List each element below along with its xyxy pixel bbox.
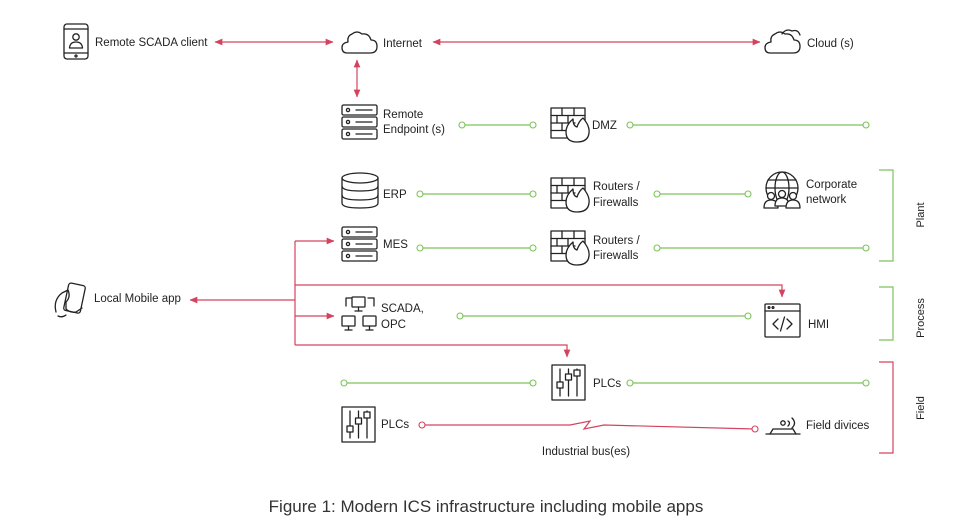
hand-phone-icon	[54, 282, 86, 318]
field-zone-label: Field	[915, 396, 927, 420]
network-group-icon	[763, 171, 801, 209]
process-bracket	[879, 286, 894, 341]
dot	[862, 379, 870, 387]
dot	[458, 121, 466, 129]
dot	[653, 190, 661, 198]
corporate-label-2: network	[806, 194, 847, 206]
dot	[862, 244, 870, 252]
routers1-label-2: Firewalls	[593, 197, 639, 209]
dot	[416, 244, 424, 252]
remote-endpoint-label-1: Remote	[383, 109, 423, 121]
server-rack-icon	[341, 104, 378, 140]
mes-label: MES	[383, 239, 408, 251]
dot	[529, 121, 537, 129]
scada-label-1: SCADA,	[381, 303, 424, 315]
plant-zone-label: Plant	[915, 202, 927, 227]
node-local-mobile-app: Local Mobile app	[54, 282, 181, 318]
internet-label: Internet	[383, 38, 423, 50]
node-mes: MES	[341, 226, 408, 262]
cloud-back-outline	[781, 29, 801, 36]
plcs-top-label: PLCs	[593, 378, 621, 390]
scada-label-2: OPC	[381, 319, 406, 331]
routers2-label-1: Routers /	[593, 235, 640, 247]
remote-endpoint-label-2: Endpoint (s)	[383, 124, 445, 136]
field-devices-label: Field divices	[806, 420, 870, 432]
cloud-icon	[764, 31, 801, 54]
plcs-bottom-label: PLCs	[381, 419, 409, 431]
figure-caption: Figure 1: Modern ICS infrastructure incl…	[268, 497, 704, 516]
dot	[529, 190, 537, 198]
node-cloud: Cloud (s)	[764, 29, 854, 54]
red-links	[189, 38, 786, 433]
dot	[744, 190, 752, 198]
node-dmz: DMZ	[550, 107, 617, 143]
zone-brackets: Plant Process Field	[879, 169, 927, 454]
dot	[626, 379, 634, 387]
routers1-label-1: Routers /	[593, 181, 640, 193]
code-window-icon	[764, 303, 801, 338]
node-remote-scada-client: Remote SCADA client	[63, 23, 208, 60]
dot	[456, 312, 464, 320]
plant-bracket	[879, 169, 894, 262]
firewall-icon	[550, 230, 590, 266]
sliders-icon	[551, 364, 586, 401]
node-routers-firewalls-2: Routers / Firewalls	[550, 230, 640, 266]
sensor-icon	[765, 417, 801, 435]
node-corporate-network: Corporate network	[763, 171, 857, 209]
server-rack-icon	[341, 226, 378, 262]
link-industrial-bus	[422, 420, 756, 430]
green-links	[340, 121, 870, 387]
link-bus-hmi	[295, 284, 786, 298]
node-routers-firewalls-1: Routers / Firewalls	[550, 177, 640, 213]
remote-scada-client-label: Remote SCADA client	[95, 37, 208, 49]
local-mobile-app-label: Local Mobile app	[94, 293, 181, 305]
dot	[416, 190, 424, 198]
industrial-bus-label: Industrial bus(es)	[542, 446, 630, 458]
firewall-icon	[550, 107, 590, 143]
link-bus-plcs	[295, 344, 571, 358]
node-hmi: HMI	[764, 303, 829, 338]
node-remote-endpoint: Remote Endpoint (s)	[341, 104, 445, 140]
dot	[862, 121, 870, 129]
mobile-user-icon	[63, 23, 89, 60]
dot	[340, 379, 348, 387]
process-zone-label: Process	[915, 298, 927, 338]
monitors-icon	[341, 296, 377, 331]
dmz-label: DMZ	[592, 120, 617, 132]
hmi-label: HMI	[808, 319, 829, 331]
sliders-icon	[341, 406, 376, 443]
node-internet: Internet	[341, 31, 423, 54]
dot-industrial-bus-right	[751, 425, 759, 433]
dot	[744, 312, 752, 320]
database-icon	[341, 172, 379, 209]
node-field-devices: Field divices	[765, 417, 870, 435]
node-erp: ERP	[341, 172, 407, 209]
cloud-icon	[341, 31, 378, 54]
cloud-label: Cloud (s)	[807, 38, 854, 50]
dot	[529, 379, 537, 387]
field-bracket	[879, 361, 894, 454]
dot-industrial-bus-left	[418, 421, 426, 429]
dot	[626, 121, 634, 129]
firewall-icon	[550, 177, 590, 213]
node-scada-opc: SCADA, OPC	[341, 296, 424, 331]
node-plcs-top: PLCs	[551, 364, 621, 401]
erp-label: ERP	[383, 189, 407, 201]
routers2-label-2: Firewalls	[593, 250, 639, 262]
dot	[653, 244, 661, 252]
corporate-label-1: Corporate	[806, 179, 857, 191]
node-plcs-bottom: PLCs	[341, 406, 409, 443]
dot	[529, 244, 537, 252]
